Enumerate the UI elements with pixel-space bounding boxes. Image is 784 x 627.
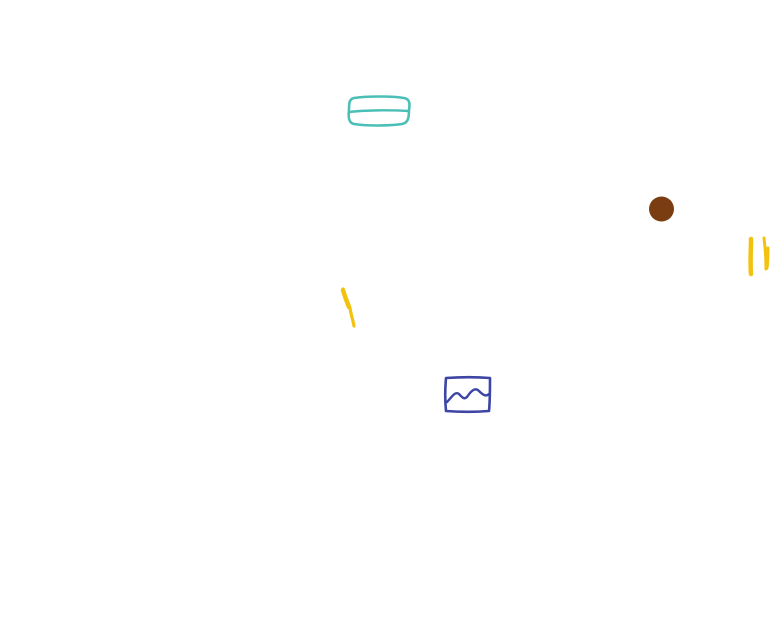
teal-rounded-box-doodle	[347, 95, 411, 127]
yellow-slash-doodle	[340, 287, 356, 328]
yellow-stroke-2	[762, 236, 770, 271]
blue-frame-outline	[443, 375, 492, 414]
teal-box-outline	[347, 95, 411, 127]
brown-dot-fill	[649, 196, 674, 222]
brown-dot-doodle	[649, 196, 674, 222]
yellow-slash-thick	[340, 287, 352, 310]
yellow-double-stroke-doodle	[748, 236, 770, 277]
blue-frame-zigzag	[445, 388, 491, 404]
teal-box-inner-line	[348, 109, 410, 114]
blue-picture-frame-doodle	[443, 375, 492, 414]
